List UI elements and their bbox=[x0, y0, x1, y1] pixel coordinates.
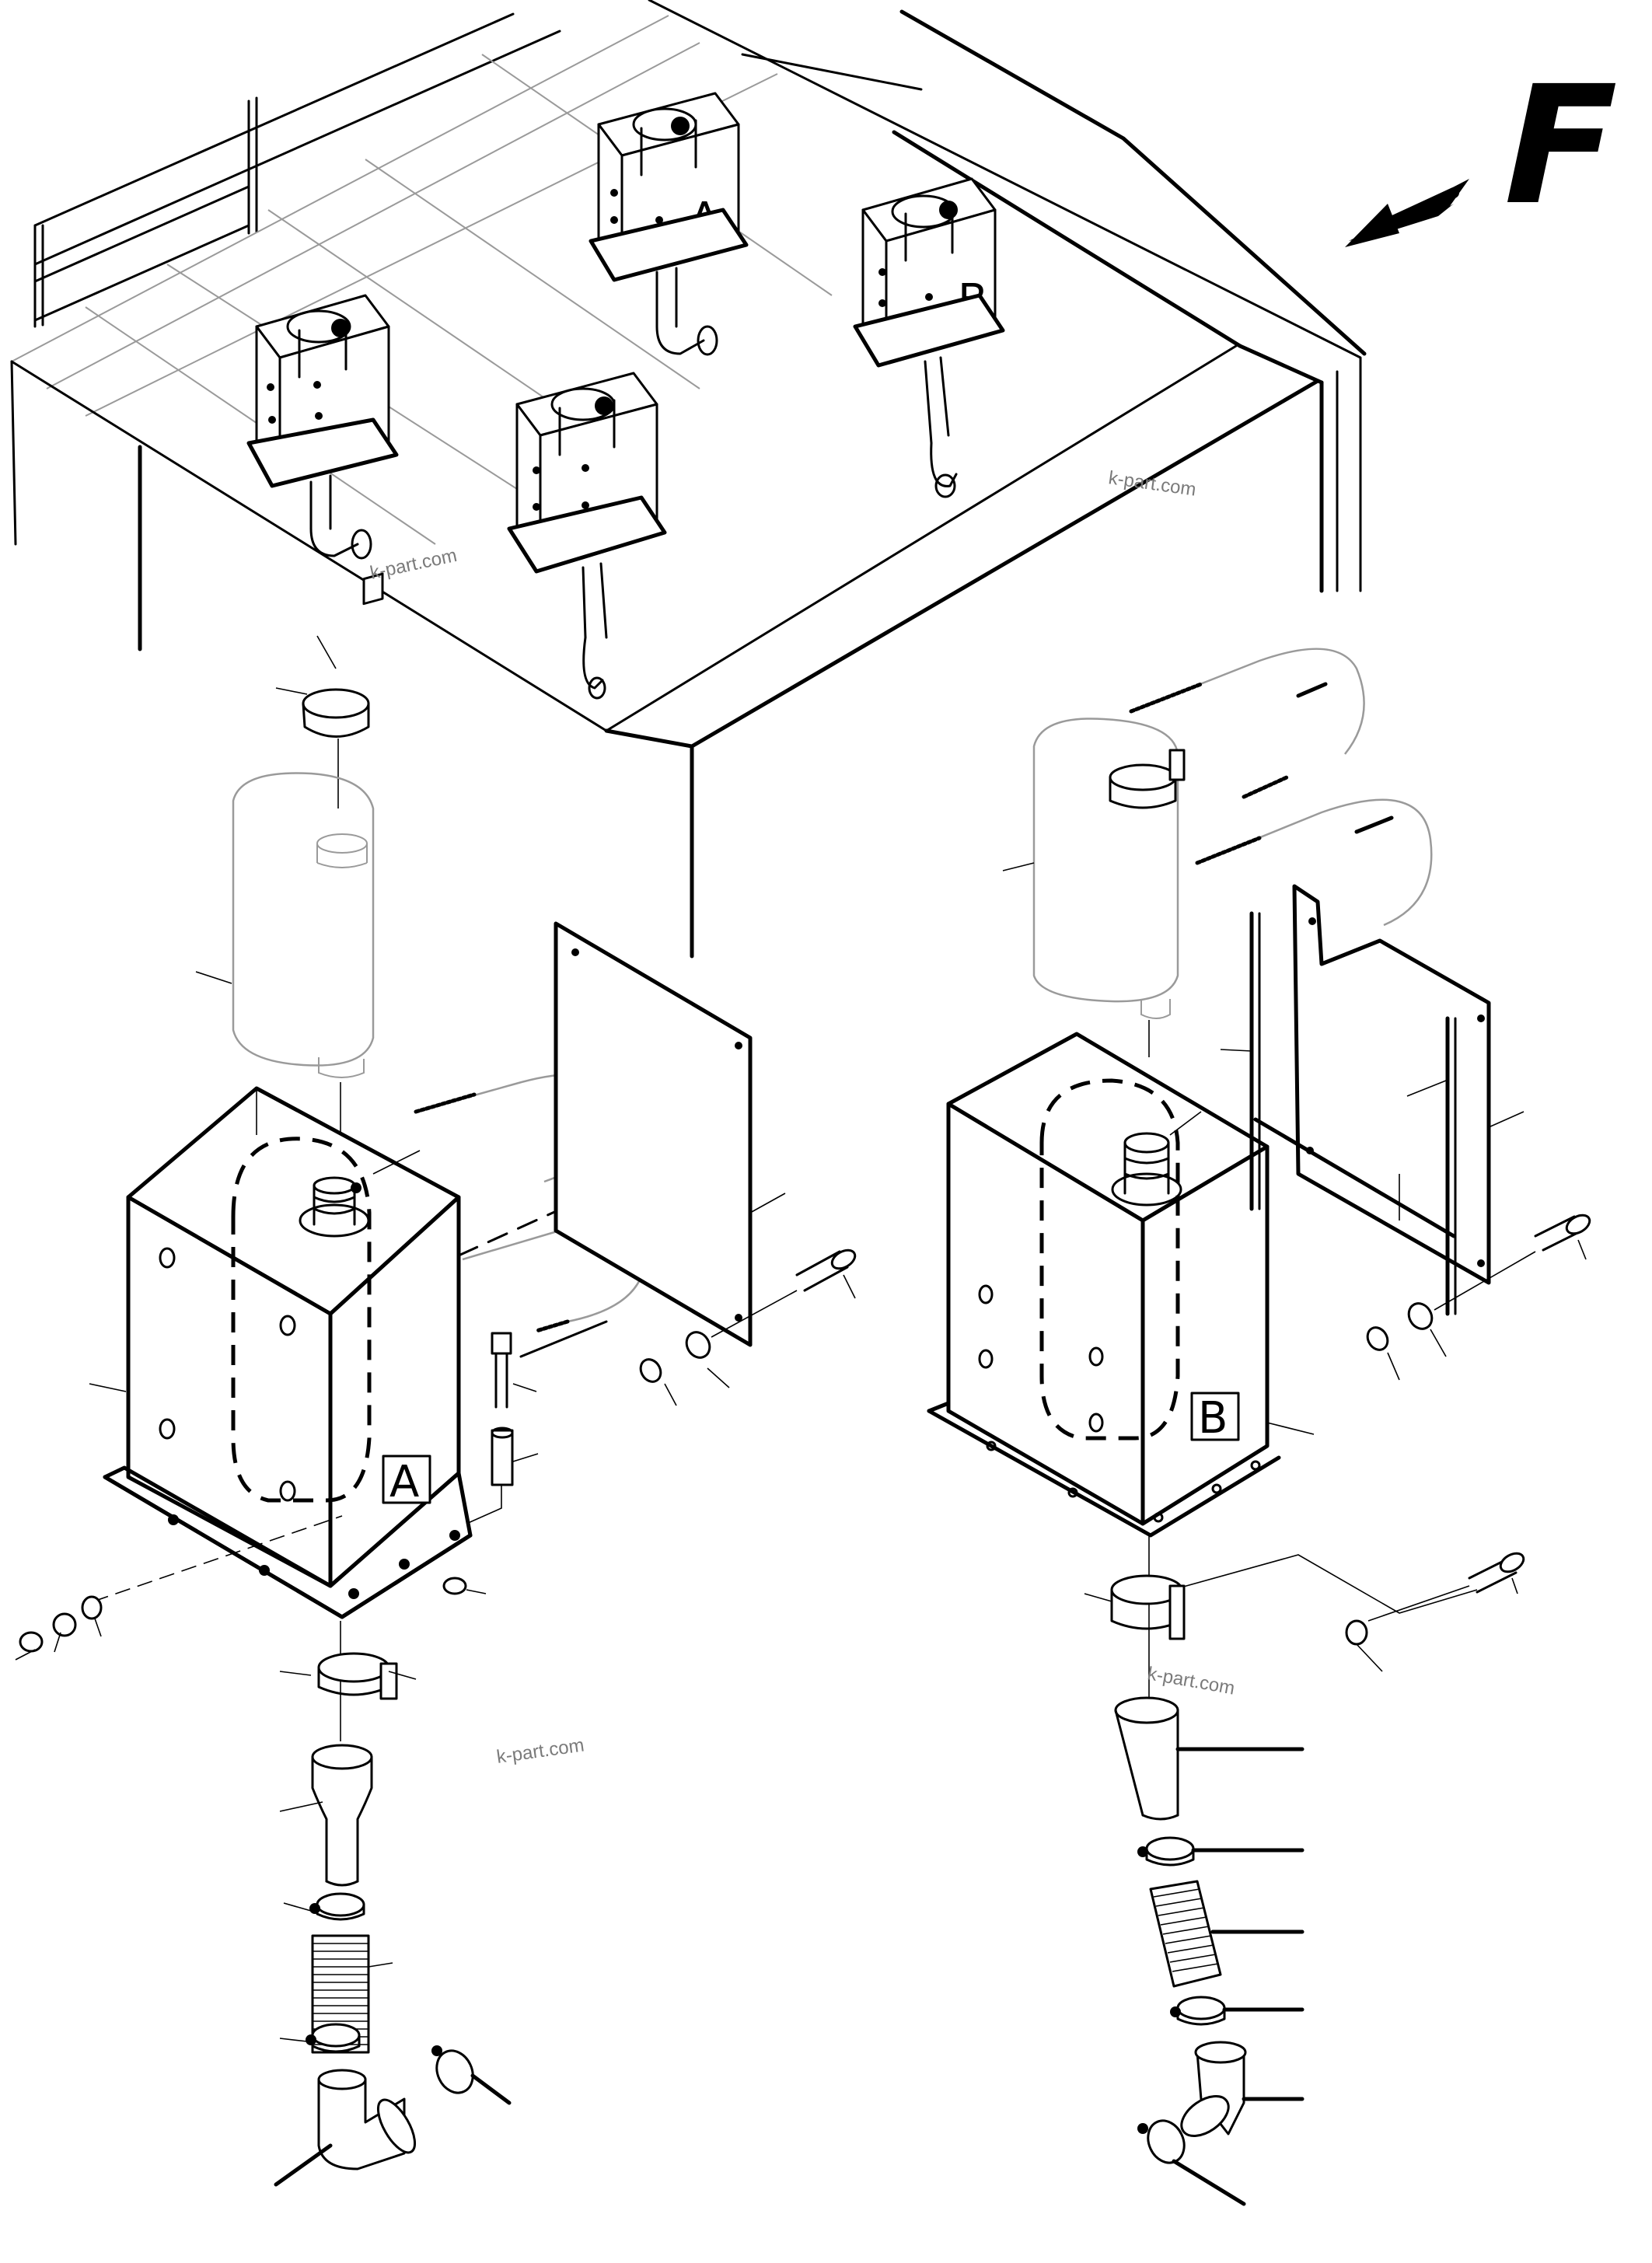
mini-tank-left bbox=[246, 294, 399, 560]
mini-tank-front bbox=[507, 372, 667, 700]
watermark-1: k-part.com bbox=[368, 545, 459, 584]
left-assembly: A bbox=[15, 572, 857, 2187]
view-direction-indicator: F bbox=[1345, 51, 1636, 247]
bolt-set-right-plate bbox=[1366, 1214, 1591, 1381]
view-letter: F bbox=[1484, 51, 1636, 241]
bolt-set-left-vertical bbox=[442, 1332, 539, 1595]
watermark-3: k-part.com bbox=[495, 1734, 585, 1768]
view-tag-b: B bbox=[1198, 1393, 1228, 1444]
right-assembly: B bbox=[927, 648, 1591, 2206]
mini-tank-b: B bbox=[853, 177, 1005, 498]
watermark-4: k-part.com bbox=[1146, 1663, 1236, 1699]
mini-tank-a: A bbox=[589, 92, 749, 356]
bolt-set-right-bottom bbox=[1172, 1552, 1525, 1672]
bolt-set-left-plate bbox=[639, 1248, 857, 1406]
lower-parts-a bbox=[274, 1621, 512, 2187]
bolt-set-left-flange bbox=[15, 1515, 343, 1661]
view-tag-a: A bbox=[389, 1457, 419, 1507]
lower-parts-b bbox=[1084, 1535, 1304, 2206]
